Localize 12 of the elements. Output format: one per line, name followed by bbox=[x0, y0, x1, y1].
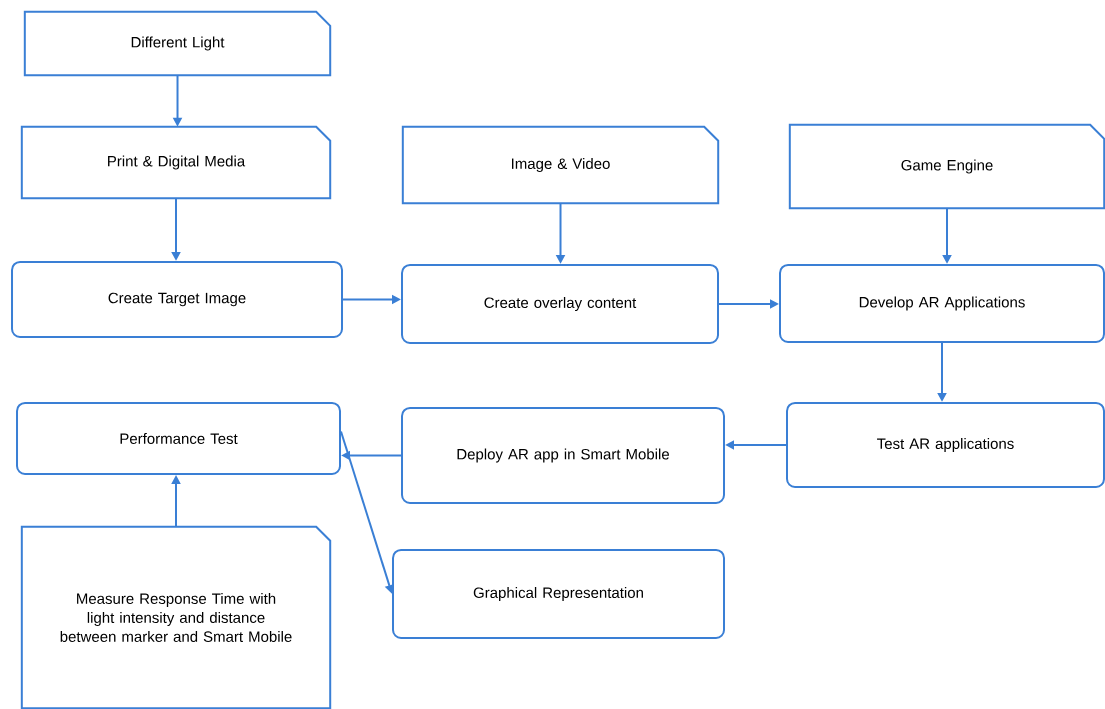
process-box: Create Target Image bbox=[11, 261, 343, 338]
process-box: Deploy AR app in Smart Mobile bbox=[401, 407, 725, 504]
document-box: Different Light bbox=[23, 10, 332, 77]
process-box: Performance Test bbox=[16, 402, 341, 475]
process-box: Graphical Representation bbox=[392, 549, 725, 639]
process-box: Create overlay content bbox=[401, 264, 719, 344]
process-box: Develop AR Applications bbox=[779, 264, 1105, 343]
process-box: Test AR applications bbox=[786, 402, 1105, 488]
document-box: Measure Response Time with light intensity and distance between marker and Smart Mobile bbox=[20, 525, 332, 709]
document-box: Game Engine bbox=[788, 123, 1105, 210]
document-box: Print & Digital Media bbox=[20, 125, 332, 200]
document-box: Image & Video bbox=[401, 125, 720, 205]
